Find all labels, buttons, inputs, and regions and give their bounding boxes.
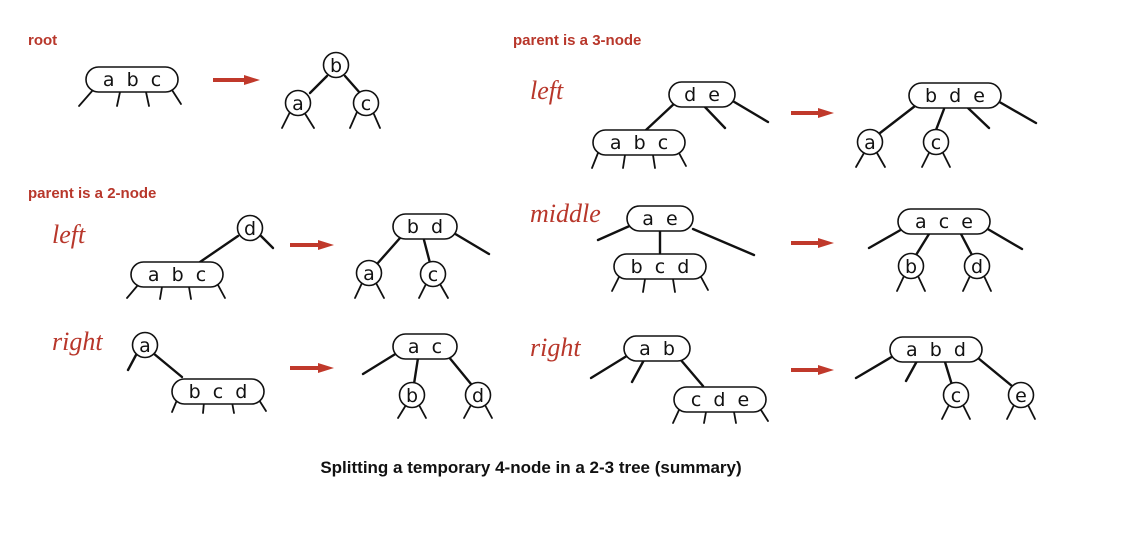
case-label-3node-middle: middle [530,199,601,228]
tree-node: c [942,381,970,409]
node-keys: a b d [906,339,966,361]
transform-arrow [791,238,834,248]
tree-node: a c [392,333,458,360]
tree-node: d [464,381,492,409]
node-keys: b [330,55,342,77]
node-keys: b c d [189,381,248,403]
tree-2node-right-after: a c b d [361,333,493,419]
node-keys: c d e [691,389,749,411]
node-keys: a [139,335,151,357]
case-label-3node-left: left [530,76,564,105]
node-keys: c [931,132,941,154]
node-keys: a b c [610,132,668,154]
tree-node: a b c [592,129,686,156]
node-keys: a c e [915,211,973,233]
tree-node: b c d [613,253,707,280]
node-keys: b [905,256,917,278]
section-label-parent-2-node: parent is a 2-node [28,185,156,202]
tree-node: b d [392,213,458,240]
node-keys: a e [642,208,677,230]
node-keys: b [406,385,418,407]
node-keys: d [244,218,256,240]
tree-node: a [355,259,383,287]
tree-node: c [922,128,950,156]
node-keys: e [1015,385,1027,407]
tree-node: d [963,252,991,280]
case-label-3node-right: right [530,333,581,362]
node-keys: b d [407,216,443,238]
transform-arrow [290,240,334,250]
node-keys: a [292,93,304,115]
tree-node: b [897,252,925,280]
transform-arrow [791,108,834,118]
tree-node: a c e [897,208,991,235]
node-keys: a b c [148,264,206,286]
tree-3node-middle-after: a c e b d [867,208,1024,292]
tree-3node-right-before: a b c d e [589,335,769,424]
node-keys: a c [408,336,442,358]
tree-node: c d e [673,386,767,413]
tree-node: b d e [908,82,1002,109]
transform-arrow [791,365,834,375]
tree-node: a [856,128,884,156]
tree-node: a b c [85,66,179,93]
tree-node: c [419,260,447,288]
tree-root-after: b a c [281,51,381,129]
node-keys: d e [684,84,720,106]
tree-node: b [322,51,350,79]
node-keys: a b [639,338,675,360]
node-keys: a b c [103,69,161,91]
tree-node: d e [668,81,736,108]
node-keys: b d e [925,85,985,107]
tree-node: b [398,381,426,409]
tree-node: a b [623,335,691,362]
node-keys: a [363,263,375,285]
node-keys: c [361,93,371,115]
tree-3node-left-after: b d e a c [855,82,1038,168]
tree-3node-left-before: d e a b c [591,81,770,169]
node-keys: c [428,264,438,286]
tree-root-before: a b c [78,66,182,107]
tree-node: a [284,89,312,117]
tree-2node-left-before: d a b c [126,214,275,300]
tree-node: d [236,214,264,242]
node-keys: c [951,385,961,407]
tree-node: e [1007,381,1035,409]
section-label-root: root [28,32,57,49]
node-keys: a [864,132,876,154]
tree-2node-right-before: a b c d [126,331,267,414]
tree-node: b c d [171,378,265,405]
node-keys: d [971,256,983,278]
node-keys: b c d [631,256,690,278]
tree-node: a e [626,205,694,232]
tree-3node-right-after: a b d c e [854,336,1036,420]
tree-node: a b d [889,336,983,363]
tree-node: a [131,331,159,359]
node-keys: d [472,385,484,407]
figure-caption: Splitting a temporary 4-node in a 2-3 tr… [320,458,741,477]
tree-node: c [352,89,380,117]
transform-arrow [290,363,334,373]
transform-arrow [213,75,260,85]
tree-2node-left-after: b d a c [354,213,491,299]
section-label-parent-3-node: parent is a 3-node [513,32,641,49]
tree-node: a b c [130,261,224,288]
tree-3node-middle-before: a e b c d [596,205,756,293]
case-label-2node-right: right [52,327,103,356]
case-label-2node-left: left [52,220,86,249]
